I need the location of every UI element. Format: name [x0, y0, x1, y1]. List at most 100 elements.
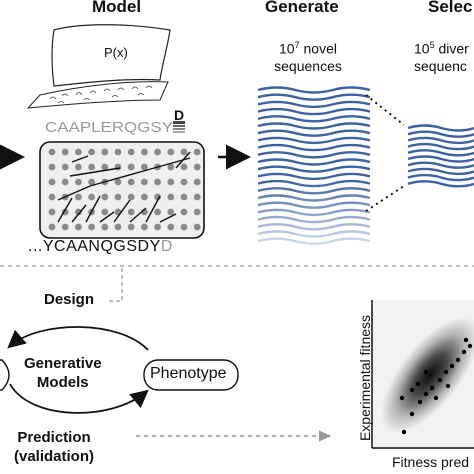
scatter-point — [415, 381, 421, 387]
network-edge — [139, 157, 191, 173]
network-edge — [89, 171, 141, 187]
wave-fade — [256, 180, 374, 250]
scatter-point — [433, 395, 439, 401]
scatter-point — [429, 385, 435, 391]
network-node — [61, 223, 69, 231]
network-node — [48, 208, 56, 216]
network-node — [48, 193, 56, 201]
network-node — [167, 148, 175, 156]
network-node — [154, 148, 162, 156]
selected-wave — [407, 161, 474, 169]
network-node — [180, 208, 188, 216]
design-label: Design — [44, 291, 95, 308]
network-node — [88, 163, 95, 171]
generate-caption: 107 novel sequences — [274, 40, 342, 74]
network-node — [88, 223, 95, 231]
network-node — [167, 163, 175, 171]
network-node — [101, 193, 109, 201]
network-node — [75, 163, 82, 171]
scatter-point — [449, 363, 455, 369]
network-node — [154, 178, 162, 186]
network-node — [127, 178, 135, 186]
network-node — [61, 163, 69, 171]
network-node — [48, 163, 56, 171]
network-node — [193, 178, 201, 186]
network-node — [61, 148, 69, 156]
sequence-wave — [257, 151, 371, 159]
network-edge — [57, 197, 73, 223]
scatter-point — [467, 343, 473, 349]
sequence-logo: CAAPLERQGSY D — [45, 107, 185, 136]
select-connector-bottom — [365, 185, 405, 212]
left-pill-edge — [0, 359, 10, 391]
scatter-point — [423, 369, 429, 375]
network-node — [193, 148, 201, 156]
selected-sequences — [407, 124, 474, 188]
selected-wave — [407, 173, 474, 182]
selected-wave — [407, 180, 474, 188]
network-node — [141, 163, 148, 171]
surface-texture — [49, 85, 153, 104]
sequence-wave — [257, 129, 371, 137]
network-node — [101, 208, 109, 216]
model-header: Model — [92, 0, 142, 16]
network-node — [127, 223, 135, 231]
selected-wave — [407, 130, 474, 138]
network-edge — [69, 167, 121, 177]
network-edge — [145, 195, 161, 223]
selected-wave — [407, 167, 474, 176]
sequence-wave — [257, 136, 371, 145]
phenotype-label: Phenotype — [150, 365, 227, 382]
network-node — [141, 178, 148, 186]
network-node — [154, 208, 162, 216]
network-node — [167, 208, 175, 216]
network-edge — [129, 207, 147, 223]
sequence-wave — [257, 107, 371, 116]
network-node — [75, 223, 82, 231]
scatter-point — [443, 369, 449, 375]
network-node — [75, 208, 82, 216]
scatter-point — [423, 391, 429, 397]
network-node — [127, 193, 135, 201]
probability-label: P(x) — [104, 45, 128, 60]
network-edge — [159, 213, 177, 223]
network-node — [88, 193, 95, 201]
network-node — [114, 178, 122, 186]
network-node — [180, 163, 188, 171]
network-node — [127, 163, 135, 171]
model-network — [39, 141, 205, 239]
network-edge — [57, 185, 91, 201]
network-node — [167, 178, 175, 186]
sequence-wave — [257, 93, 371, 101]
network-node — [88, 178, 95, 186]
cycle-arrow-bottom — [9, 383, 149, 414]
network-edge — [175, 151, 191, 169]
scatter-point — [409, 411, 415, 417]
generate-header: Generate — [265, 0, 339, 16]
network-node — [114, 148, 122, 156]
network-node — [180, 193, 188, 201]
sequence-wave — [257, 158, 371, 166]
scatter-point — [409, 387, 415, 393]
network-node — [141, 193, 148, 201]
network-node — [180, 148, 188, 156]
sequence-wave — [257, 86, 371, 94]
network-node — [75, 148, 82, 156]
network-node — [127, 148, 135, 156]
sequence-wave — [257, 172, 371, 181]
scatter-point — [437, 377, 443, 383]
sequence-wave — [257, 122, 371, 130]
network-node — [48, 178, 56, 186]
selected-wave — [407, 155, 474, 163]
network-node — [167, 223, 175, 231]
selected-wave — [407, 142, 474, 151]
network-node — [180, 223, 188, 231]
selected-wave — [407, 136, 474, 145]
network-node — [48, 223, 56, 231]
network-node — [48, 148, 56, 156]
selected-wave — [407, 149, 474, 157]
design-connector — [106, 268, 123, 302]
network-node — [101, 223, 109, 231]
sequence-wave — [257, 115, 371, 123]
network-node — [114, 193, 122, 201]
